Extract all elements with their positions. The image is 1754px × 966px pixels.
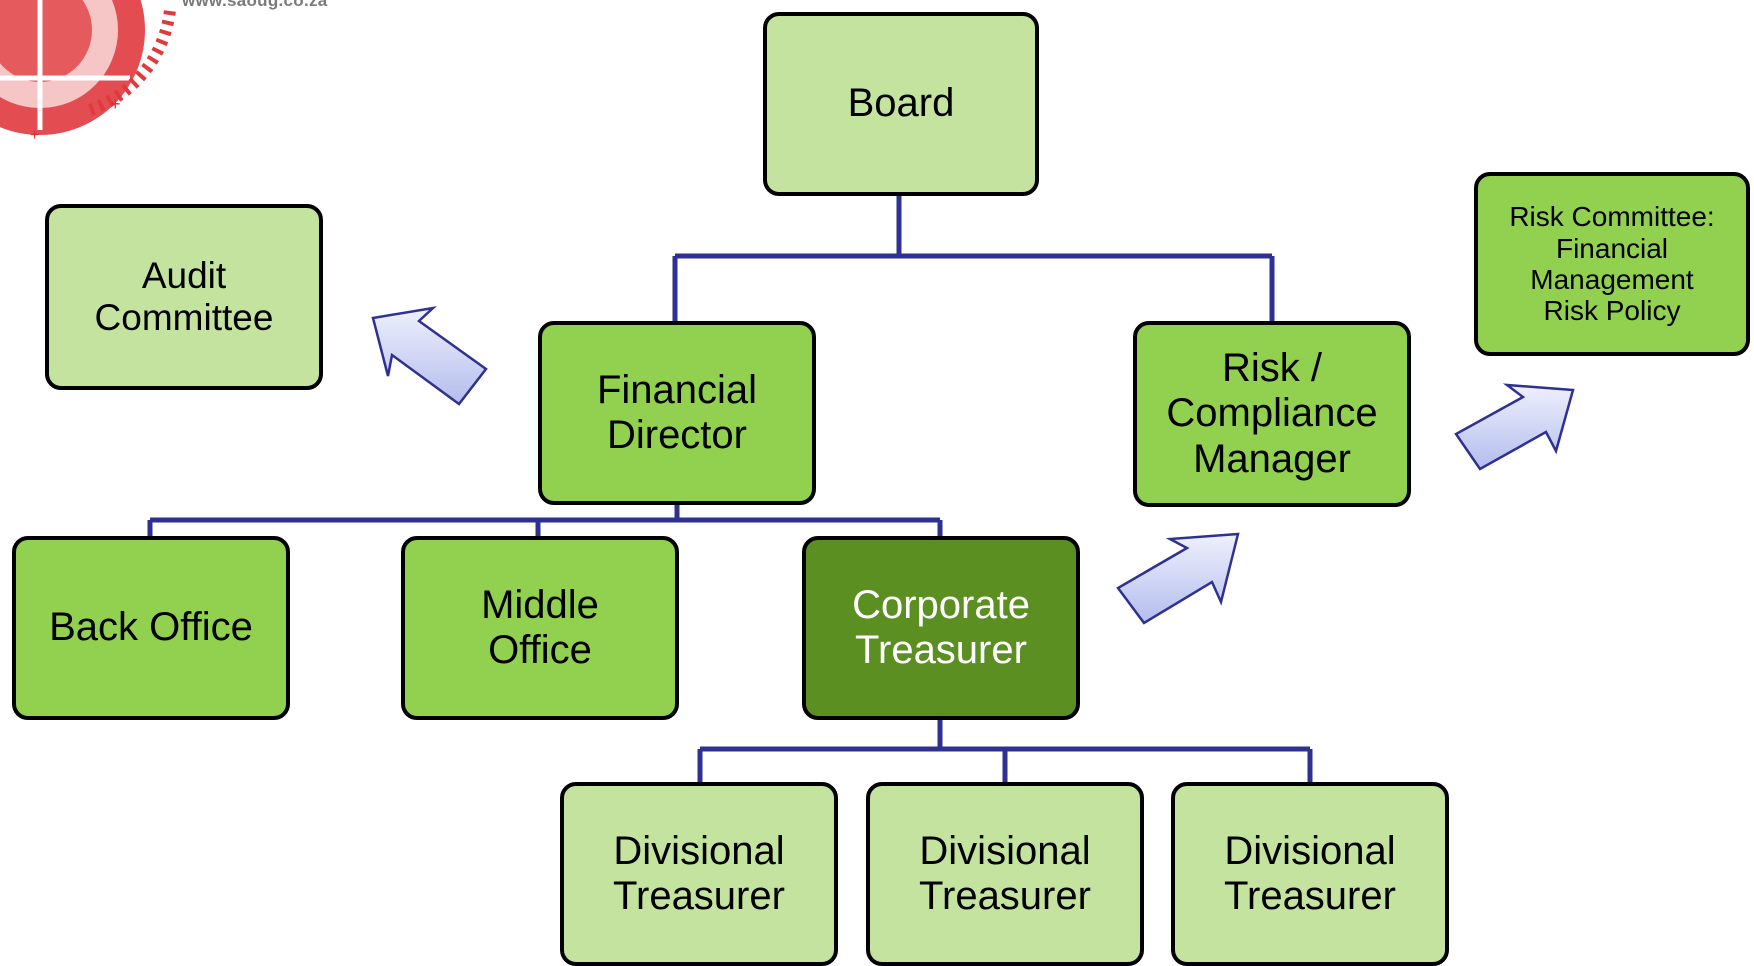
node-divisional-treasurer-2: Divisional Treasurer [866, 782, 1144, 966]
arrow-to-audit-committee [371, 306, 488, 406]
node-middle-office: Middle Office [401, 536, 679, 720]
node-risk-committee: Risk Committee: Financial Management Ris… [1474, 172, 1750, 356]
node-board: Board [763, 12, 1039, 196]
node-back-office: Back Office [12, 536, 290, 720]
node-risk-compliance-manager: Risk / Compliance Manager [1133, 321, 1411, 507]
node-divisional-treasurer-1: Divisional Treasurer [560, 782, 838, 966]
arrow-to-risk-compliance-manager [1116, 532, 1240, 625]
node-financial-director: Financial Director [538, 321, 816, 505]
node-divisional-treasurer-3: Divisional Treasurer [1171, 782, 1449, 966]
arrow-to-risk-committee [1454, 383, 1575, 471]
node-audit-committee: Audit Committee [45, 204, 323, 390]
logo: + + [0, 0, 176, 144]
svg-text:+: + [30, 127, 39, 144]
node-corporate-treasurer: Corporate Treasurer [802, 536, 1080, 720]
logo-url: www.saoug.co.za [182, 0, 328, 10]
svg-text:+: + [110, 94, 121, 114]
